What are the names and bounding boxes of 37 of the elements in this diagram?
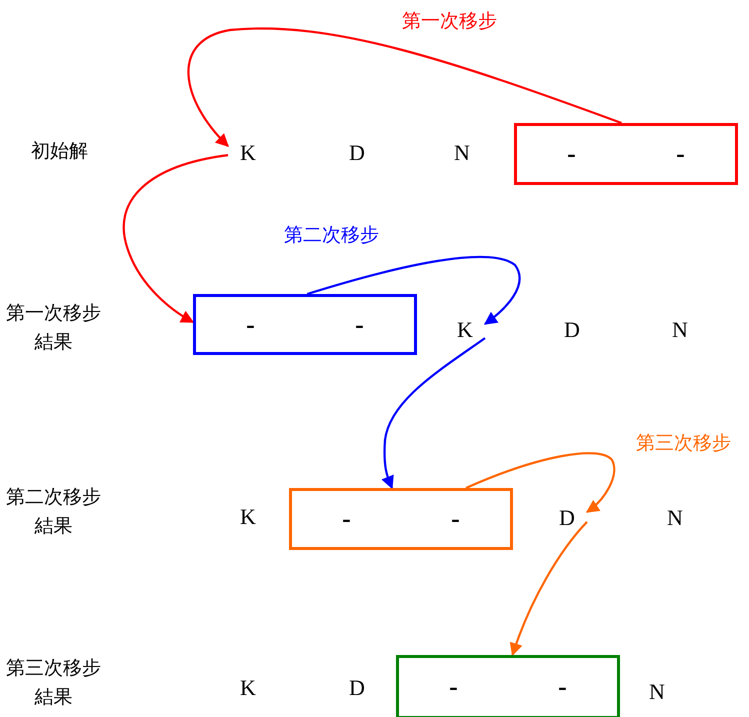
letter: N — [442, 138, 482, 168]
row-label: 第三次移步結果 — [4, 657, 102, 710]
curved-arrow — [381, 337, 486, 490]
blank-slot: - — [676, 139, 685, 169]
letter: K — [445, 315, 485, 345]
curved-arrow — [122, 154, 228, 324]
blank-slot: - — [558, 672, 567, 702]
edge-label: 第三次移步 — [636, 432, 731, 456]
highlight-box — [289, 488, 513, 550]
letter: D — [337, 673, 377, 703]
letter: K — [228, 138, 268, 168]
curved-arrow — [188, 27, 622, 148]
blank-slot: - — [451, 504, 460, 534]
curved-arrow — [466, 452, 616, 513]
highlight-box — [396, 655, 620, 717]
letter: D — [552, 315, 592, 345]
curved-arrow — [510, 521, 588, 656]
blank-slot: - — [449, 672, 458, 702]
letter: K — [228, 673, 268, 703]
letter: N — [660, 315, 700, 345]
highlight-box — [514, 123, 738, 185]
blank-slot: - — [355, 310, 364, 340]
blank-slot: - — [567, 139, 576, 169]
row-label: 第二次移步結果 — [4, 486, 102, 538]
row-label: 初始解 — [30, 140, 89, 164]
row-label: 第一次移步結果 — [4, 302, 102, 354]
blank-slot: - — [342, 504, 351, 534]
edge-label: 第一次移步 — [402, 10, 497, 34]
letter: D — [547, 503, 587, 533]
letter: K — [228, 502, 268, 532]
letter: D — [337, 138, 377, 168]
curved-arrow — [306, 256, 521, 325]
letter: N — [655, 503, 695, 533]
letter: N — [637, 677, 677, 707]
highlight-box — [193, 294, 417, 355]
blank-slot: - — [246, 310, 255, 340]
edge-label: 第二次移步 — [284, 224, 379, 248]
